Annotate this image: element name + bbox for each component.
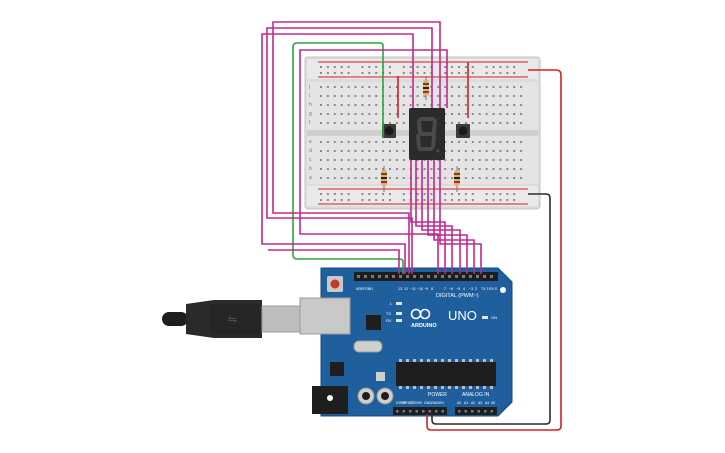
wire-green[interactable]: [292, 42, 404, 274]
svg-text:A3: A3: [478, 401, 482, 405]
wire-red-5v[interactable]: [426, 69, 562, 431]
row-labels-left: j i h g f e d c b a: [308, 84, 312, 181]
arduino-uno-board[interactable]: DIGITAL (PWM~) AREF GND 13 12 ~11 ~10 ~9…: [299, 267, 513, 417]
svg-text:5V: 5V: [418, 401, 423, 405]
digital-header-pins: [357, 275, 493, 278]
display-decimal-point: [436, 149, 440, 153]
svg-text:2: 2: [475, 287, 477, 291]
svg-text:GND: GND: [431, 401, 439, 405]
usb-icon: ⇋: [228, 313, 237, 326]
seven-segment-display[interactable]: [409, 108, 445, 160]
svg-text:A0: A0: [457, 401, 461, 405]
svg-text:a: a: [309, 175, 312, 181]
voltage-regulator: [330, 362, 344, 376]
svg-text:AREF: AREF: [356, 287, 366, 291]
svg-text:RX 0: RX 0: [489, 287, 497, 291]
svg-text:VIN: VIN: [438, 401, 444, 405]
svg-text:~10: ~10: [417, 287, 423, 291]
svg-text:f: f: [309, 120, 311, 126]
resistor-top[interactable]: [423, 76, 429, 100]
usb-controller-chip: [366, 315, 381, 330]
svg-text:g: g: [309, 111, 312, 117]
svg-text:8: 8: [431, 287, 433, 291]
svg-text:TX 1: TX 1: [481, 287, 489, 291]
svg-text:7: 7: [444, 287, 446, 291]
svg-text:A4: A4: [485, 401, 489, 405]
svg-text:~5: ~5: [456, 287, 460, 291]
svg-text:~3: ~3: [469, 287, 473, 291]
svg-text:A2: A2: [471, 401, 475, 405]
svg-text:IOREF: IOREF: [396, 401, 406, 405]
svg-text:c: c: [309, 157, 312, 163]
svg-text:h: h: [309, 102, 312, 108]
power-header: [393, 407, 447, 415]
svg-text:i: i: [309, 93, 310, 99]
svg-text:L: L: [390, 301, 393, 306]
analog-header: [455, 407, 497, 415]
brand-label: ARDUINO: [411, 323, 437, 329]
digital-pin-labels: AREF GND 13 12 ~11 ~10 ~9 8 7 ~6 ~5 4 ~3…: [356, 287, 497, 291]
svg-text:13: 13: [398, 287, 402, 291]
svg-text:~9: ~9: [424, 287, 428, 291]
model-label: UNO: [448, 308, 477, 323]
usb-jack[interactable]: [299, 297, 351, 335]
display-segments: [416, 117, 437, 151]
usb-cable[interactable]: ⇋: [162, 300, 301, 338]
svg-text:~11: ~11: [410, 287, 416, 291]
atmega-chip-pins: [399, 359, 493, 389]
wires-magenta[interactable]: [261, 21, 482, 274]
svg-text:RESET: RESET: [403, 401, 414, 405]
svg-text:GND: GND: [424, 401, 432, 405]
svg-text:GND: GND: [365, 287, 373, 291]
status-leds: L TX RX ON: [386, 301, 497, 323]
svg-text:4: 4: [463, 287, 465, 291]
svg-text:~6: ~6: [449, 287, 453, 291]
svg-text:3.3V: 3.3V: [411, 401, 419, 405]
usb-connector-metal: [261, 305, 301, 333]
svg-text:j: j: [308, 84, 310, 90]
svg-text:e: e: [309, 139, 312, 145]
pushbutton-left[interactable]: [382, 124, 396, 138]
bottom-pin-labels: IOREF RESET 3.3V 5V GND GND VIN A0 A1 A2…: [396, 401, 495, 405]
atmega-chip: [396, 362, 496, 386]
svg-text:b: b: [309, 166, 312, 172]
breadboard-red-jumpers[interactable]: [397, 62, 469, 118]
svg-text:RX: RX: [386, 318, 392, 323]
pushbutton-right[interactable]: [456, 124, 470, 138]
digital-header-label: DIGITAL (PWM~): [436, 293, 479, 299]
svg-text:TX: TX: [386, 311, 391, 316]
crystal-oscillator: [353, 340, 383, 353]
resistor-bottom-right[interactable]: [454, 166, 460, 192]
svg-text:A5: A5: [491, 401, 495, 405]
power-header-label: POWER: [428, 392, 447, 398]
svg-text:d: d: [309, 148, 312, 154]
svg-text:A1: A1: [464, 401, 468, 405]
wire-black-gnd[interactable]: [431, 193, 551, 425]
on-label: ON: [491, 315, 497, 320]
svg-text:12: 12: [404, 287, 408, 291]
digital-header: [354, 272, 498, 281]
analog-header-label: ANALOG IN: [462, 392, 490, 398]
top-power-rail: [307, 59, 538, 79]
resistor-bottom-left[interactable]: [381, 166, 387, 192]
cable-end: [162, 312, 188, 326]
arduino-logo: ARDUINO UNO: [410, 308, 477, 329]
